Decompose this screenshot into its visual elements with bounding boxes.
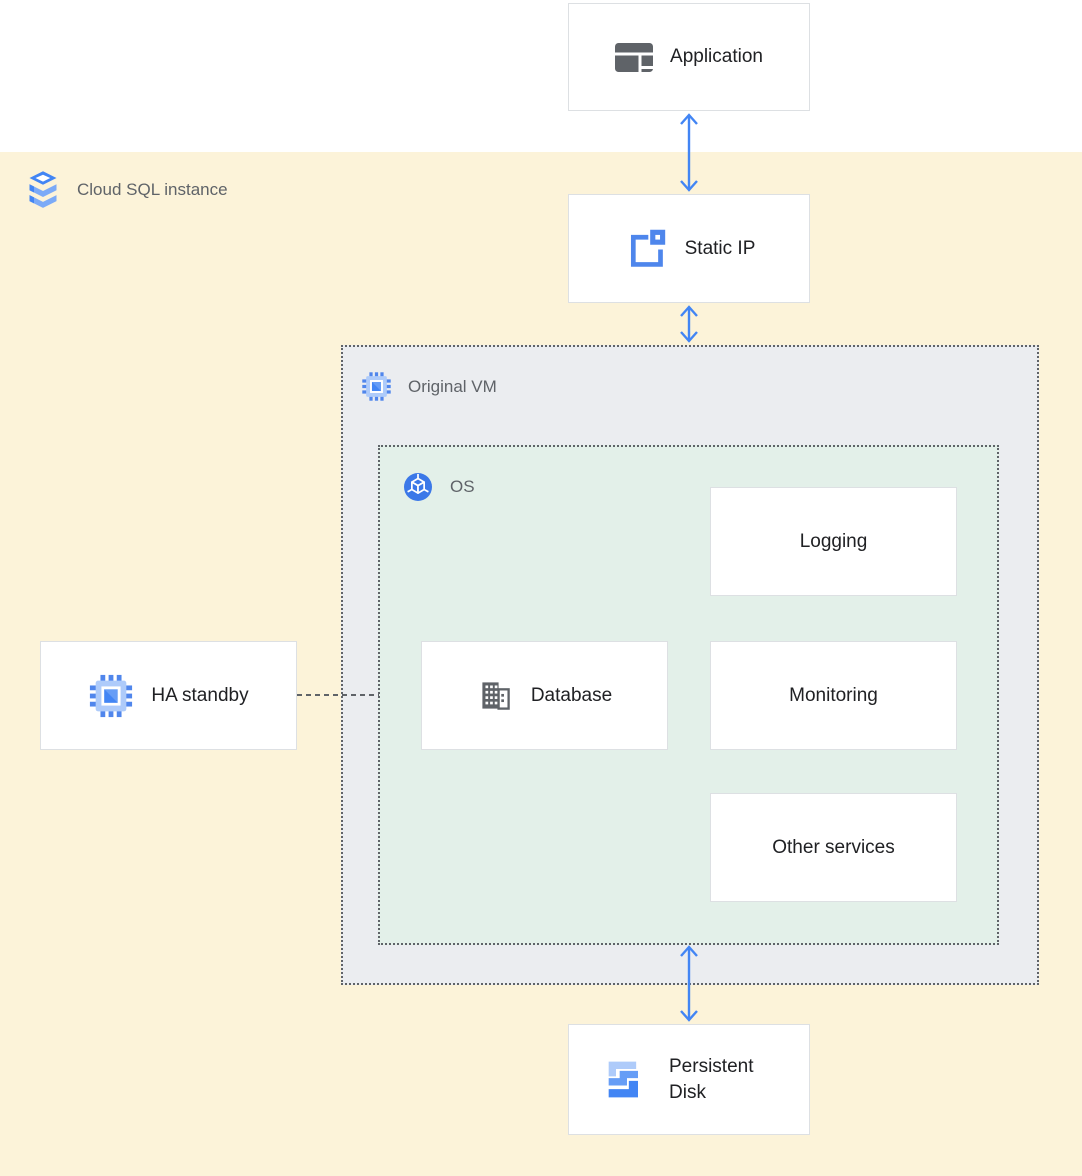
original-vm-region-label: Original VM bbox=[361, 371, 497, 402]
persistent-disk-node: Persistent Disk bbox=[568, 1024, 810, 1135]
application-label: Application bbox=[670, 46, 763, 68]
app-window-icon bbox=[615, 42, 654, 72]
arrow-application-staticip bbox=[680, 113, 698, 192]
cloud-sql-region-label: Cloud SQL instance bbox=[25, 170, 228, 210]
original-vm-region-label-text: Original VM bbox=[408, 376, 497, 396]
monitoring-label: Monitoring bbox=[789, 684, 878, 706]
os-cube-circle-icon bbox=[402, 471, 434, 503]
persistent-disk-steps-icon bbox=[605, 1058, 649, 1102]
static-ip-node: Static IP bbox=[568, 194, 810, 303]
logging-node: Logging bbox=[710, 487, 957, 596]
ha-standby-node: HA standby bbox=[40, 641, 297, 750]
persistent-disk-label: Persistent Disk bbox=[669, 1055, 754, 1103]
database-building-icon bbox=[477, 677, 514, 714]
os-region-label: OS bbox=[402, 471, 475, 503]
arrow-staticip-vm bbox=[680, 305, 698, 343]
other-services-node: Other services bbox=[710, 793, 957, 902]
arrow-os-persistentdisk bbox=[680, 945, 698, 1022]
ha-standby-label: HA standby bbox=[151, 684, 249, 706]
monitoring-node: Monitoring bbox=[710, 641, 957, 750]
connector-ha-standby-vm bbox=[297, 694, 379, 696]
logging-label: Logging bbox=[799, 530, 868, 552]
compute-engine-chip-icon bbox=[88, 673, 134, 719]
database-node: Database bbox=[421, 641, 668, 750]
cloud-sql-layers-icon bbox=[25, 170, 61, 210]
external-ip-icon bbox=[623, 226, 668, 271]
static-ip-label: Static IP bbox=[684, 237, 756, 259]
os-region-label-text: OS bbox=[450, 477, 475, 496]
other-services-label: Other services bbox=[772, 836, 895, 858]
compute-engine-chip-icon bbox=[361, 371, 392, 402]
cloud-sql-region-label-text: Cloud SQL instance bbox=[77, 180, 228, 199]
database-label: Database bbox=[530, 684, 613, 706]
application-node: Application bbox=[568, 3, 810, 111]
